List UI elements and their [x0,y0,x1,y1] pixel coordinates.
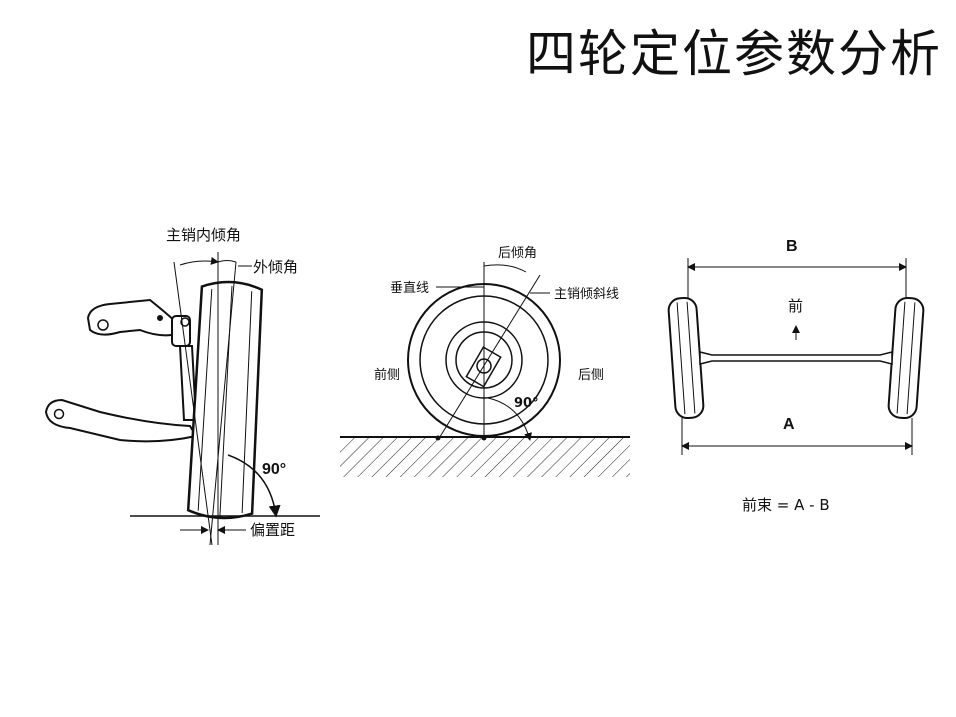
left-wheel [667,296,705,420]
wheel-centerline [209,261,237,546]
axle [699,351,893,365]
caster-diagram: 后倾角 垂直线 主销倾斜线 前侧 后侧 90° [340,246,630,477]
tire-front-view [186,280,264,520]
camber-label: 外倾角 [253,258,298,276]
caster-right-angle-arc [487,397,532,441]
vertical-line-label: 垂直线 [390,281,429,296]
offset-label: 偏置距 [250,521,295,539]
wheel-contact-point [481,435,487,441]
ground-hatch [340,437,630,477]
caster-right-angle-label: 90° [514,396,539,411]
front-side-label: 前侧 [374,367,400,383]
kingpin-axis [173,261,213,546]
camber-diagram: 主销内倾角 外倾角 90° 偏置距 [44,226,320,546]
kingpin-tilt-line [437,274,541,441]
upper-bolt [157,315,163,321]
caster-label: 后倾角 [498,246,537,261]
kingpin-angle-arc [179,257,219,266]
lower-bushing [53,408,65,420]
front-label: 前 [788,297,803,315]
kingpin-line-label: 主销倾斜线 [554,287,619,302]
page-title: 四轮定位参数分析 [526,25,942,83]
right-wheel [887,296,925,420]
kingpin-contact-point [435,435,441,441]
toe-diagram: B A 前 前束 = A - B [667,238,925,514]
toe-formula: 前束 = A - B [742,496,830,514]
camber-angle-arc [217,260,237,263]
rear-side-label: 后侧 [578,368,604,383]
ball-joint-nut [180,317,190,327]
a-label: A [783,416,795,433]
kingpin-inclination-label: 主销内倾角 [166,226,241,244]
camber-right-angle-label: 90° [262,461,286,478]
caster-angle-arc [483,264,527,273]
upper-bushing [97,319,109,331]
b-label: B [786,238,798,255]
lower-control-arm [44,398,198,443]
right-angle-arc [227,454,281,518]
